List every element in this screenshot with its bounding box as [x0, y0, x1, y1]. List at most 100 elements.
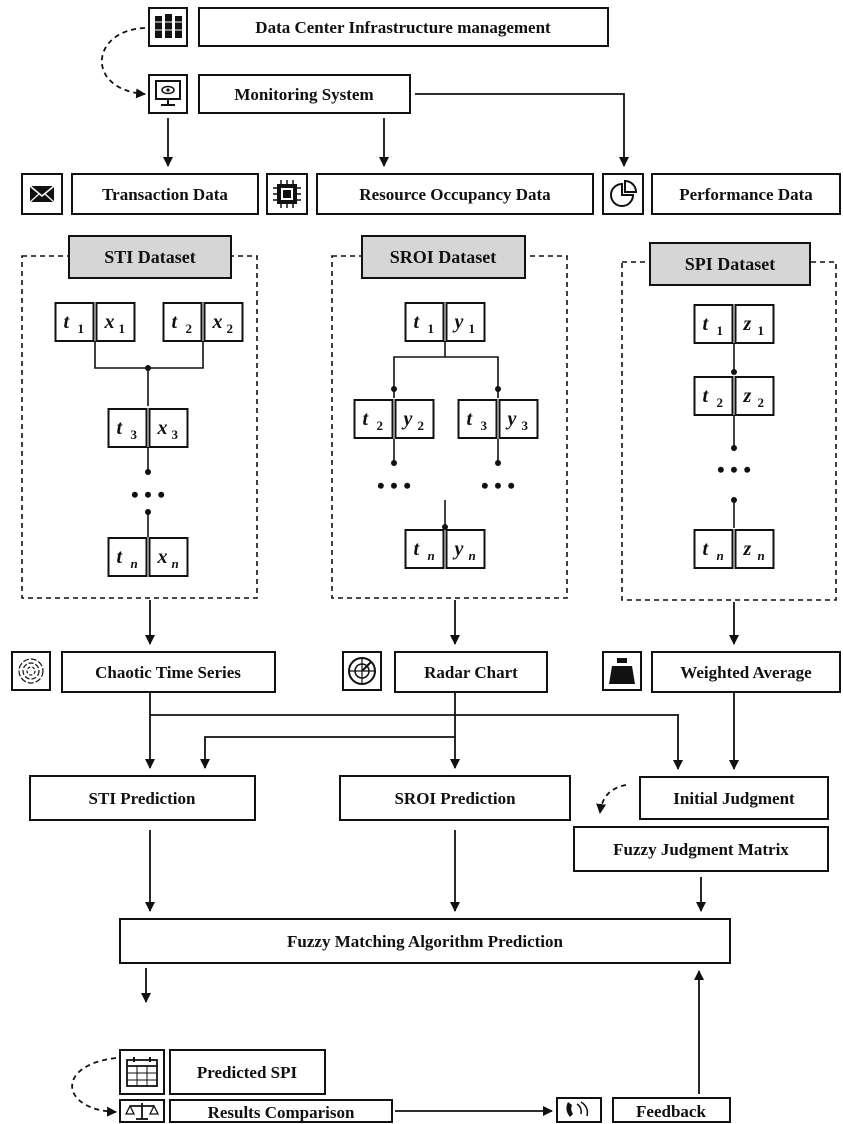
cell-subscript: 1: [717, 323, 724, 338]
pie-chart-icon: [602, 173, 644, 215]
radar-node: Radar Chart: [394, 651, 548, 693]
predicted-spi-node: Predicted SPI: [169, 1049, 326, 1095]
cell-subscript: 2: [377, 418, 384, 433]
sti-cell: [148, 537, 189, 577]
cell-variable: n: [469, 548, 476, 563]
sroi-cell: [445, 529, 486, 569]
svg-text:Fuzzy Judgment Matrix: Fuzzy Judgment Matrix: [613, 840, 789, 859]
balance-scale-icon: [119, 1099, 165, 1123]
cell-subscript: 2: [418, 418, 425, 433]
cell-variable: t: [117, 417, 124, 439]
sroi-cell: [394, 399, 435, 439]
cell-variable: x: [157, 417, 168, 439]
cell-subscript: 2: [758, 395, 765, 410]
svg-text:SPI Dataset: SPI Dataset: [685, 254, 776, 274]
sroi-dataset-header: SROI Dataset: [361, 235, 526, 279]
cell-variable: t: [703, 385, 710, 407]
cell-variable: y: [402, 408, 413, 430]
transaction-node: Transaction Data: [71, 173, 259, 215]
sroi-cell: [353, 399, 394, 439]
sti-dataset-header: STI Dataset: [68, 235, 232, 279]
sroi-cell: [404, 529, 445, 569]
cell-variable: t: [64, 311, 71, 333]
dcim-label: Data Center Infrastructure management: [255, 18, 551, 37]
spi-cell: [693, 529, 734, 569]
sti-cell: [107, 408, 148, 448]
svg-text:Initial Judgment: Initial Judgment: [673, 789, 795, 808]
cell-variable: n: [172, 556, 179, 571]
envelope-icon: [21, 173, 63, 215]
cell-subscript: 1: [469, 321, 476, 336]
sti-cell: [107, 537, 148, 577]
svg-text:SROI Dataset: SROI Dataset: [390, 247, 497, 267]
sroi-cell: [445, 302, 486, 342]
spi-dataset-panel: [621, 261, 837, 601]
sroi-cell: [457, 399, 498, 439]
server-rack-icon: [148, 7, 188, 47]
sroi-tree-lines: [393, 341, 499, 527]
cell-variable: t: [414, 538, 421, 560]
spiral-icon: [11, 651, 51, 691]
sti-prediction-node: STI Prediction: [29, 775, 256, 821]
spi-cell: [734, 304, 775, 344]
spi-cell: [734, 376, 775, 416]
svg-text:STI Dataset: STI Dataset: [104, 247, 196, 267]
cell-variable: y: [453, 311, 464, 333]
spi-cell: [693, 376, 734, 416]
cell-subscript: 2: [186, 321, 193, 336]
cell-variable: n: [131, 556, 138, 571]
cell-variable: t: [467, 408, 474, 430]
results-comparison-node: Results Comparison: [169, 1099, 393, 1123]
svg-text:Radar Chart: Radar Chart: [424, 663, 518, 682]
sti-cell: [148, 408, 189, 448]
calendar-icon: [119, 1049, 165, 1095]
sti-cell: [203, 302, 244, 342]
flow-arrows: [71, 27, 739, 1117]
svg-text:Predicted SPI: Predicted SPI: [197, 1063, 298, 1082]
svg-text:Results Comparison: Results Comparison: [208, 1103, 355, 1122]
cell-variable: y: [453, 538, 464, 560]
sti-cell: [95, 302, 136, 342]
monitoring-label: Monitoring System: [234, 85, 373, 104]
chaotic-node: Chaotic Time Series: [61, 651, 276, 693]
cell-subscript: 3: [131, 427, 138, 442]
spi-dataset-header: SPI Dataset: [649, 242, 811, 286]
weight-icon: [602, 651, 642, 691]
sti-cell: [54, 302, 95, 342]
svg-text:Fuzzy Matching Algorithm Predi: Fuzzy Matching Algorithm Prediction: [287, 932, 563, 951]
cell-variable: z: [743, 538, 752, 560]
performance-node: Performance Data: [651, 173, 841, 215]
sroi-ellipsis-left: • • •: [377, 473, 411, 498]
resource-node: Resource Occupancy Data: [316, 173, 594, 215]
monitor-eye-icon: [148, 74, 188, 114]
svg-text:Weighted Average: Weighted Average: [680, 663, 812, 682]
cell-variable: y: [506, 408, 517, 430]
cell-variable: x: [157, 546, 168, 568]
spi-cell: [693, 304, 734, 344]
performance-label: Performance Data: [679, 185, 813, 204]
cell-subscript: 2: [717, 395, 724, 410]
svg-text:Feedback: Feedback: [636, 1102, 706, 1121]
fuzzy-matrix-node: Fuzzy Judgment Matrix: [573, 826, 829, 872]
cell-variable: t: [703, 538, 710, 560]
monitoring-node: Monitoring System: [198, 74, 411, 114]
sroi-cell: [498, 399, 539, 439]
cell-variable: t: [414, 311, 421, 333]
weighted-node: Weighted Average: [651, 651, 841, 693]
resource-label: Resource Occupancy Data: [359, 185, 551, 204]
cell-variable: x: [212, 311, 223, 333]
cell-subscript: 2: [227, 321, 234, 336]
cell-subscript: 3: [172, 427, 179, 442]
transaction-label: Transaction Data: [102, 185, 228, 204]
cell-variable: n: [428, 548, 435, 563]
spi-ellipsis: • • •: [717, 457, 751, 482]
cell-variable: z: [743, 385, 752, 407]
cell-variable: t: [172, 311, 179, 333]
sroi-ellipsis-right: • • •: [481, 473, 515, 498]
cell-subscript: 1: [119, 321, 126, 336]
cell-variable: t: [363, 408, 370, 430]
chip-icon: [266, 173, 308, 215]
initial-judgment-node: Initial Judgment: [639, 776, 829, 820]
